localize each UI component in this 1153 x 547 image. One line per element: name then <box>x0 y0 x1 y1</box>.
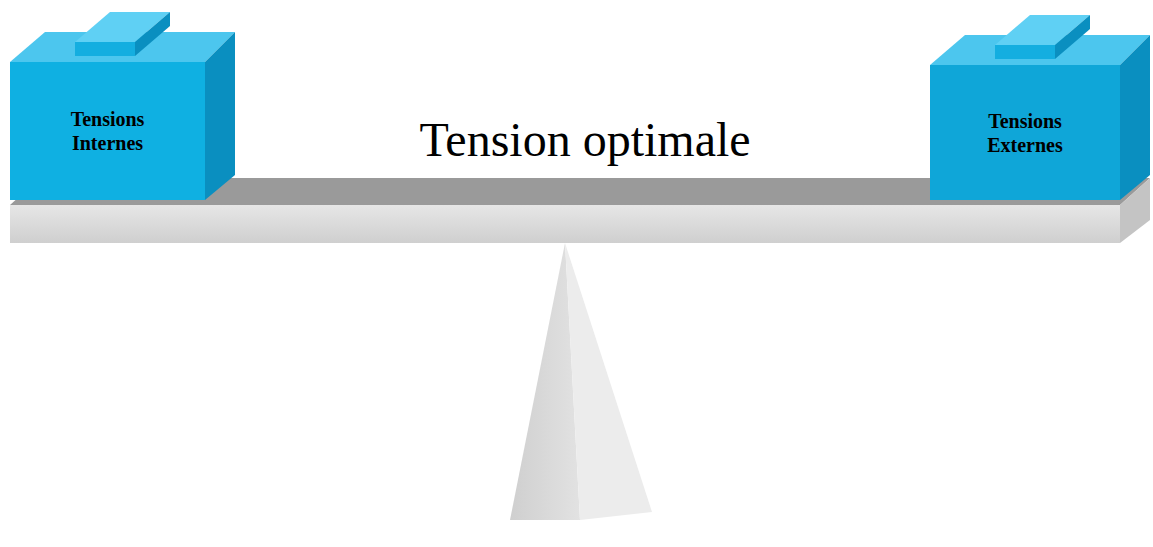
fulcrum-right <box>565 243 652 520</box>
weight-label: Tensions Externes <box>970 109 1080 157</box>
weight-side <box>1120 35 1150 200</box>
handle-side <box>135 12 170 56</box>
weight-box: Tensions Externes <box>930 65 1120 200</box>
weight-side <box>205 32 235 200</box>
weight-label: Tensions Internes <box>53 107 163 155</box>
beam-label: Tension optimale <box>419 112 750 167</box>
plank-front <box>10 205 1120 243</box>
handle-side <box>1055 15 1090 59</box>
weight-box: Tensions Internes <box>10 62 205 200</box>
handle-front <box>995 45 1055 59</box>
handle-front <box>75 42 135 56</box>
